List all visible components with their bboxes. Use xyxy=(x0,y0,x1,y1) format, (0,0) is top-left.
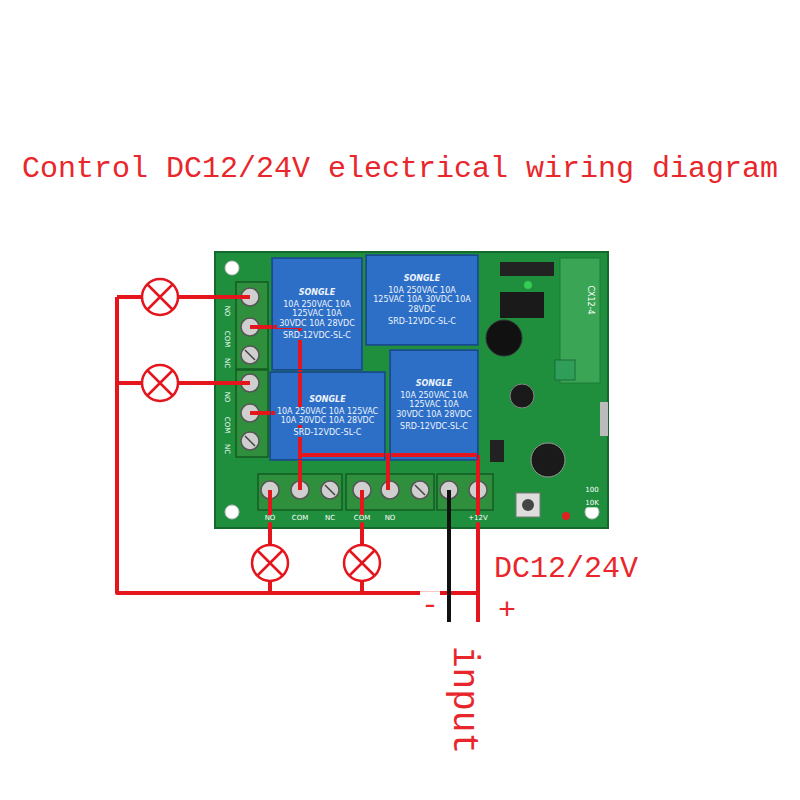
capacitor xyxy=(510,384,534,408)
terminal-label: NO xyxy=(384,515,397,522)
component-value: 10K xyxy=(584,500,600,507)
wire xyxy=(300,455,478,490)
relay-model: SRD-12VDC-SL-C xyxy=(282,331,352,340)
black-wire xyxy=(447,490,451,622)
relay-brand: SONGLE xyxy=(308,395,346,404)
push-button xyxy=(516,493,540,517)
terminal-label: COM xyxy=(291,515,309,522)
module-label: CX12-4 xyxy=(586,284,594,315)
screw-slot xyxy=(245,436,255,446)
terminal-label: NC xyxy=(222,357,229,369)
led xyxy=(562,512,570,520)
relay-brand: SONGLE xyxy=(298,288,336,297)
relay-rating: 10A 250VAC 10A 125VAC 10A 30VDC 10A 28VD… xyxy=(395,391,473,419)
terminal-screws xyxy=(241,288,487,499)
polarity-sign: + xyxy=(497,596,517,628)
screw-slot xyxy=(415,485,425,495)
led xyxy=(524,281,532,289)
relay-box: SONGLE 10A 250VAC 10A 125VAC 10A 30VDC 10… xyxy=(390,350,478,460)
red-wires xyxy=(117,297,478,622)
terminal-screw xyxy=(241,346,259,364)
screw-slot xyxy=(245,350,255,360)
terminal-label: NC xyxy=(222,443,229,455)
relay-box: SONGLE 10A 250VAC 10A 125VAC 10A 30VDC 10… xyxy=(270,372,385,460)
terminal-block xyxy=(437,474,493,510)
diagram-title: Control DC12/24V electrical wiring diagr… xyxy=(21,154,779,186)
lamp-symbol xyxy=(142,365,178,401)
terminal-label: NO xyxy=(222,305,229,318)
relay-model: SRD-12VDC-SL-C xyxy=(399,422,469,431)
wire xyxy=(117,381,250,385)
relay-rating: 10A 250VAC 10A 125VAC 10A 30VDC 10A 28VD… xyxy=(277,300,357,328)
lamp-cross xyxy=(257,550,283,576)
polarity-sign: - xyxy=(420,591,440,623)
inductor xyxy=(486,320,522,356)
terminal-screw xyxy=(411,481,429,499)
relay-box: SONGLE 10A 250VAC 10A 125VAC 10A 30VDC 10… xyxy=(272,258,362,370)
terminal-label: +12V xyxy=(467,515,489,522)
relay-brand: SONGLE xyxy=(415,379,453,388)
lamp-cross xyxy=(349,550,375,576)
input-label: input xyxy=(444,645,482,755)
lamp-symbol xyxy=(252,545,288,581)
lamps xyxy=(142,279,380,581)
pin-header xyxy=(500,262,554,276)
terminal-screw xyxy=(321,481,339,499)
terminal-screw xyxy=(241,432,259,450)
pcb-board xyxy=(215,252,608,528)
terminal-label: NC xyxy=(324,515,336,522)
terminal-label: COM xyxy=(353,515,371,522)
mount-hole xyxy=(225,261,239,275)
relay-model: SRD-12VDC-SL-C xyxy=(387,317,457,326)
regulator xyxy=(490,440,504,462)
relay-body xyxy=(270,372,385,460)
relay-body xyxy=(390,350,478,460)
terminal-label: NO xyxy=(222,391,229,404)
component-value: 100 xyxy=(584,487,599,494)
lamp-cross xyxy=(147,284,173,310)
wire xyxy=(476,455,480,622)
terminal-label: NO xyxy=(264,515,277,522)
lamp-cross xyxy=(147,370,173,396)
trim-coil xyxy=(555,360,575,380)
lamp-symbol xyxy=(344,545,380,581)
relay-brand: SONGLE xyxy=(403,274,441,283)
terminal-label: COM xyxy=(222,330,229,348)
relay-model: SRD-12VDC-SL-C xyxy=(293,428,363,437)
ic-chip xyxy=(500,292,544,318)
relay-body xyxy=(366,255,478,345)
relay-rating: 10A 250VAC 10A 125VAC 10A 30VDC 10A 28VD… xyxy=(275,407,380,425)
wire xyxy=(117,297,478,593)
pin-header xyxy=(600,402,608,436)
push-button-cap xyxy=(522,499,534,511)
wire xyxy=(117,295,250,299)
relay-body xyxy=(272,258,362,370)
relay-box: SONGLE 10A 250VAC 10A 125VAC 10A 30VDC 10… xyxy=(366,255,478,345)
capacitor xyxy=(531,443,565,477)
voltage-label: DC12/24V xyxy=(493,554,639,586)
relay-rating: 10A 250VAC 10A 125VAC 10A 30VDC 10A 28VD… xyxy=(371,286,473,314)
lamp-symbol xyxy=(142,279,178,315)
screw-slot xyxy=(325,485,335,495)
terminal-label: COM xyxy=(222,416,229,434)
mount-hole xyxy=(225,505,239,519)
